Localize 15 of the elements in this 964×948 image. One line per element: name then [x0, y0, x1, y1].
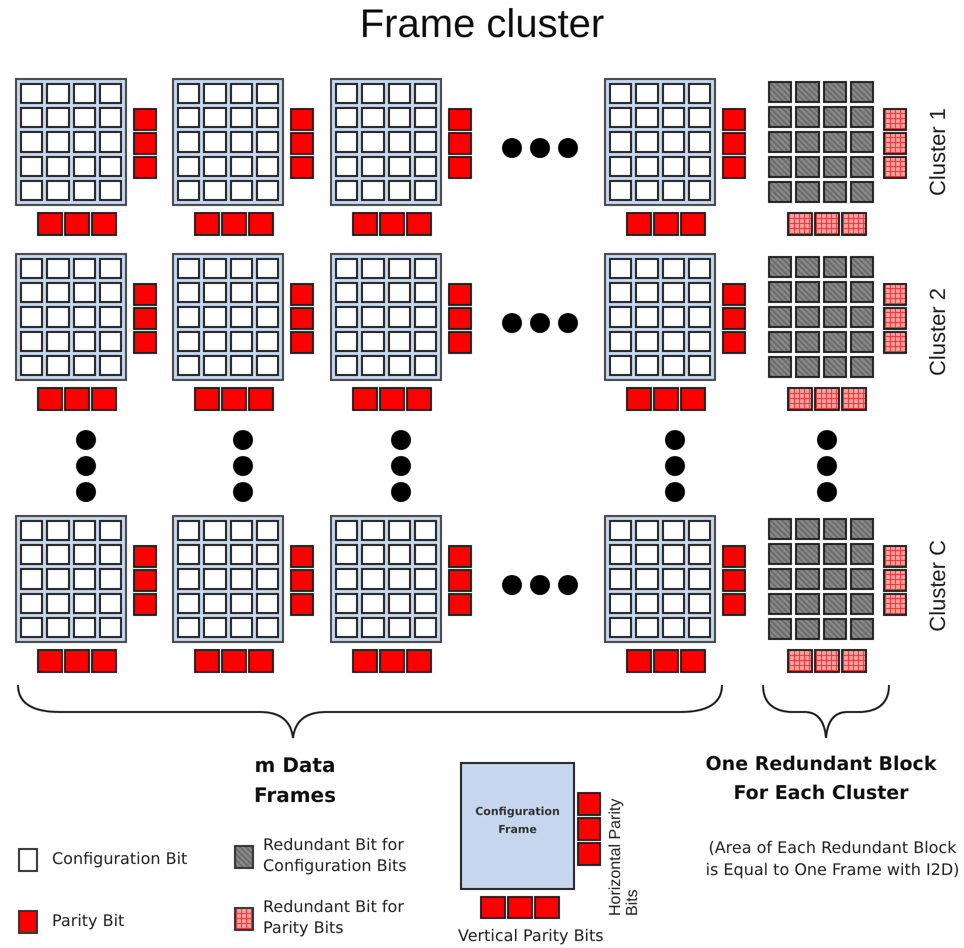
axis-caption: Vertical Parity Bits [458, 926, 604, 945]
axis-caption: Horizontal Parity Bits [608, 798, 642, 916]
cluster-label: Cluster 2 [926, 288, 950, 376]
configuration-frame-box [460, 762, 575, 890]
legend-text: Redundant Bit for Configuration Bits [263, 835, 408, 877]
group-heading: One Redundant Block For Each Cluster [704, 752, 938, 806]
note-text: (Area of Each Redundant Block is Equal to One Frame with I2D) [704, 837, 960, 880]
legend-text: Redundant Bit for Parity Bits [263, 897, 405, 939]
group-heading: m Data Frames [252, 752, 338, 809]
node-text: Configuration Frame [474, 804, 561, 838]
legend-text: Parity Bit [52, 911, 126, 932]
title: Frame cluster [358, 2, 606, 47]
legend-text: Configuration Bit [52, 849, 188, 870]
cluster-label: Cluster 1 [926, 108, 950, 196]
cluster-label: Cluster C [926, 540, 950, 632]
